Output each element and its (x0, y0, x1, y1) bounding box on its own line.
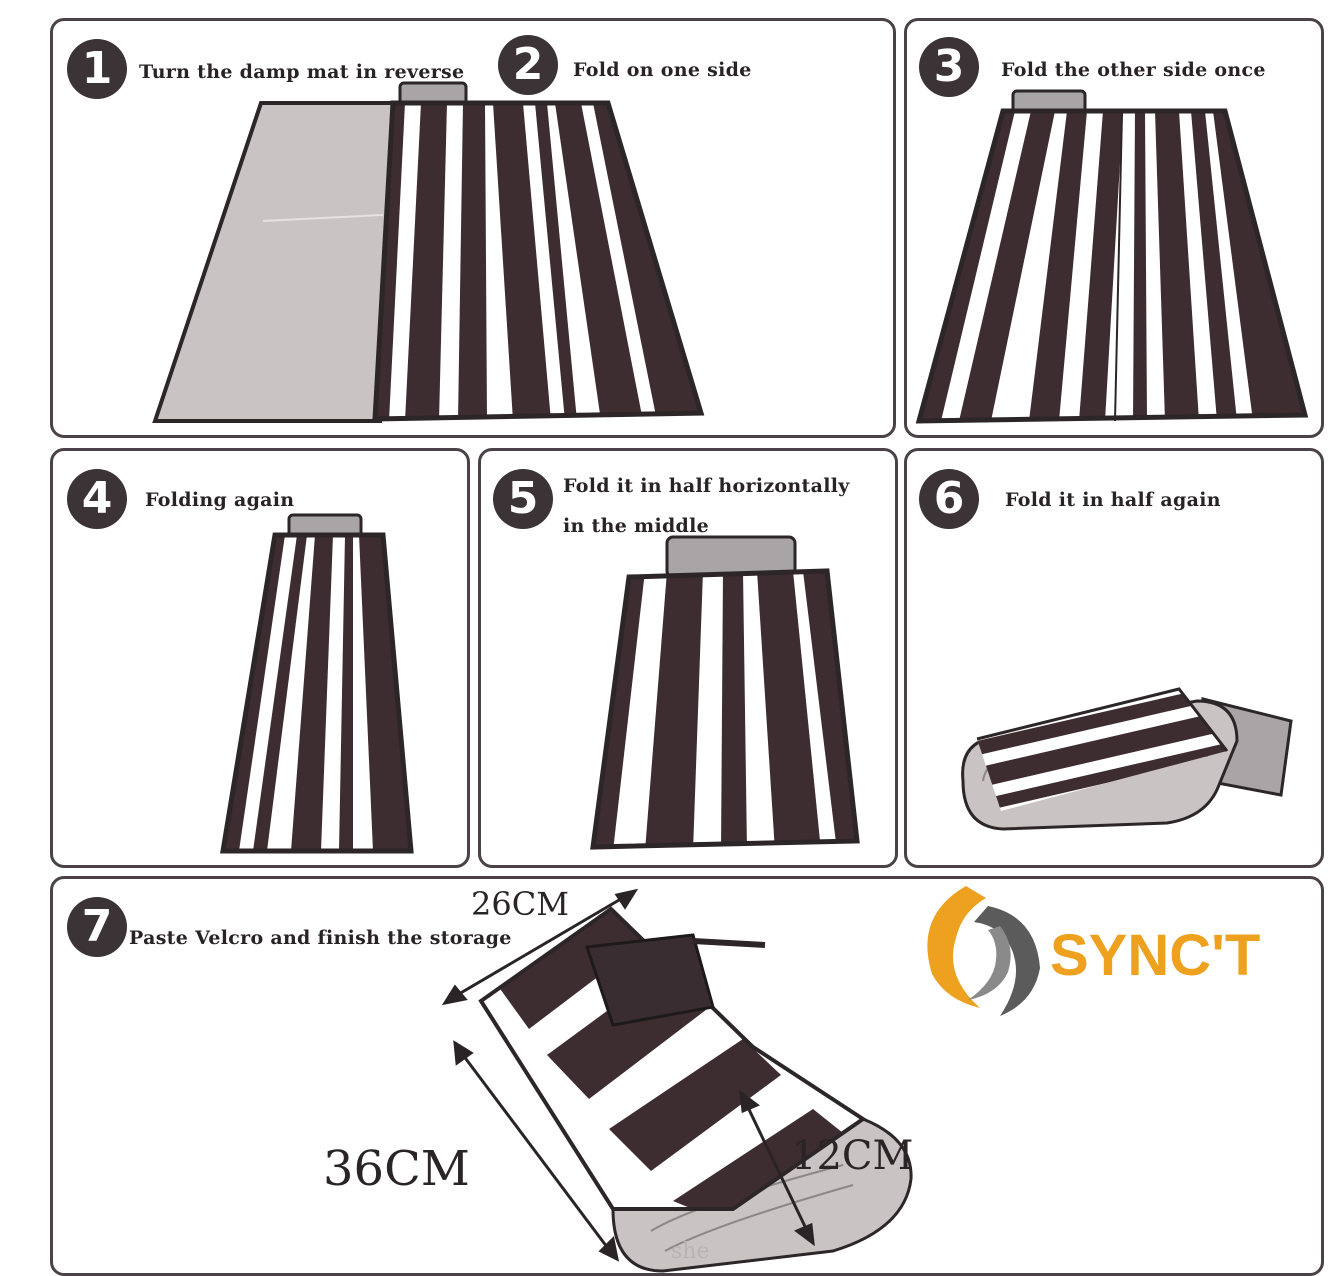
step-1-caption: Turn the damp mat in reverse (139, 61, 465, 83)
watermark-text: she (671, 1239, 710, 1264)
step-7-badge: 7 (67, 897, 127, 957)
panel-step-6: 6 Fold it in half again (904, 448, 1324, 868)
panel-step-5: 5 Fold it in half horizontally in the mi… (478, 448, 898, 868)
brand-name: SYNC'T (1050, 923, 1261, 988)
step-3-badge: 3 (919, 37, 979, 97)
velcro-strap (584, 933, 715, 1027)
dimension-height-label: 12CM (791, 1133, 914, 1179)
dimension-width-label: 26CM (471, 885, 569, 923)
panel-step-4: 4 Folding again (50, 448, 470, 868)
mat-illustration-step-6 (961, 687, 1293, 831)
step-5-caption-line1: Fold it in half horizontally (563, 475, 850, 497)
step-3-caption: Fold the other side once (1001, 59, 1266, 81)
brand-logo-mark (927, 886, 1040, 1016)
step-4-caption: Folding again (145, 489, 295, 511)
dimension-length-label: 36CM (323, 1141, 470, 1197)
step-7-caption: Paste Velcro and finish the storage (129, 927, 512, 949)
mat-illustration-step-3 (915, 89, 1309, 424)
mat-illustration-step-5 (590, 535, 860, 850)
panel-step-3: 3 Fold the other side once (904, 18, 1324, 438)
brand-logo: SYNC'T (900, 876, 1320, 1026)
mat-illustration-step-4 (220, 513, 414, 854)
panel-step-7: 7 Paste Velcro and finish the storage (50, 876, 1324, 1276)
mat-backing (152, 101, 401, 423)
step-1-badge: 1 (67, 39, 127, 99)
folded-mat-illustration (441, 888, 913, 1273)
mat-illustration-step-2 (152, 81, 705, 423)
step-2-badge: 2 (498, 35, 558, 95)
step-6-caption: Fold it in half again (1005, 489, 1221, 511)
step-5-caption-line2: in the middle (563, 515, 710, 537)
panel-steps-1-2: 1 Turn the damp mat in reverse 2 Fold on… (50, 18, 896, 438)
step-6-badge: 6 (919, 469, 979, 529)
step-5-badge: 5 (493, 469, 553, 529)
step-2-caption: Fold on one side (573, 59, 752, 81)
step-4-badge: 4 (67, 469, 127, 529)
